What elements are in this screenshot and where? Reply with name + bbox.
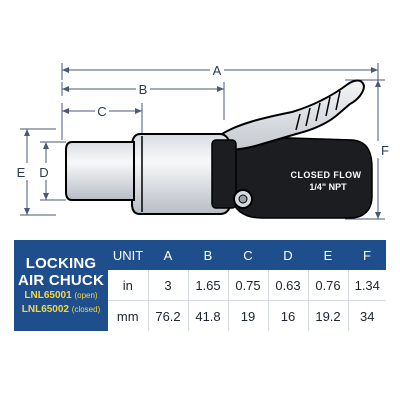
thread-size-label: 1/4" NPT (309, 182, 347, 192)
dimension-e: E (17, 128, 56, 216)
dimension-e-label: E (17, 165, 26, 180)
value-cell: 19 (228, 300, 269, 331)
value-cell: 41.8 (188, 300, 229, 331)
table-header-row: LOCKING AIR CHUCK LNL65001 (open) LNL650… (14, 240, 386, 331)
dimension-table: LOCKING AIR CHUCK LNL65001 (open) LNL650… (14, 240, 386, 331)
dimension-c: C (61, 103, 143, 140)
part-number-closed: LNL65002 (closed) (21, 303, 101, 315)
dimension-c-label: C (97, 104, 106, 119)
column-header-d: D (268, 240, 308, 270)
chuck-nose (65, 141, 135, 201)
dimension-a: A (61, 63, 379, 120)
dimension-b: B (61, 82, 225, 120)
value-cell: 1.65 (188, 270, 229, 301)
column-header-e: E (308, 240, 348, 270)
value-cell: 19.2 (308, 300, 349, 331)
unit-cell: in (108, 270, 149, 301)
column-header-c: C (228, 240, 268, 270)
value-cell: 0.63 (268, 270, 309, 301)
column-header-f: F (348, 240, 386, 270)
value-cell: 0.75 (228, 270, 269, 301)
dimension-b-label: B (139, 82, 148, 97)
dimension-f: F (345, 79, 389, 220)
chuck-collar (211, 139, 237, 209)
column-header-b: B (188, 240, 228, 270)
product-title: LOCKING AIR CHUCK (18, 254, 104, 289)
dimension-a-label: A (213, 63, 222, 78)
value-cell: 1.34 (354, 277, 380, 293)
unit-header: UNIT (108, 240, 148, 270)
product-title-cell: LOCKING AIR CHUCK LNL65001 (open) LNL650… (14, 240, 108, 331)
value-cell: 0.76 (308, 270, 349, 301)
unit-cell: mm (108, 300, 149, 331)
table-row-inches: in 3 1.65 0.75 0.63 0.76 1.34 (14, 270, 386, 301)
value-cell: 34 (348, 300, 386, 331)
air-chuck-drawing: A B C E D (17, 63, 389, 220)
value-cell: 16 (268, 300, 309, 331)
dimension-f-label: F (381, 143, 389, 158)
dimension-d: D (39, 141, 66, 201)
dimension-d-label: D (39, 165, 48, 180)
value-cell: 76.2 (148, 300, 189, 331)
part-number-open: LNL65001 (open) (24, 289, 98, 301)
closed-flow-label: CLOSED FLOW (291, 170, 362, 180)
column-header-a: A (148, 240, 188, 270)
table-row-millimeters: mm 76.2 41.8 19 16 19.2 34 (14, 300, 386, 331)
value-cell: 3 (148, 270, 189, 301)
chuck-lever (220, 79, 366, 152)
